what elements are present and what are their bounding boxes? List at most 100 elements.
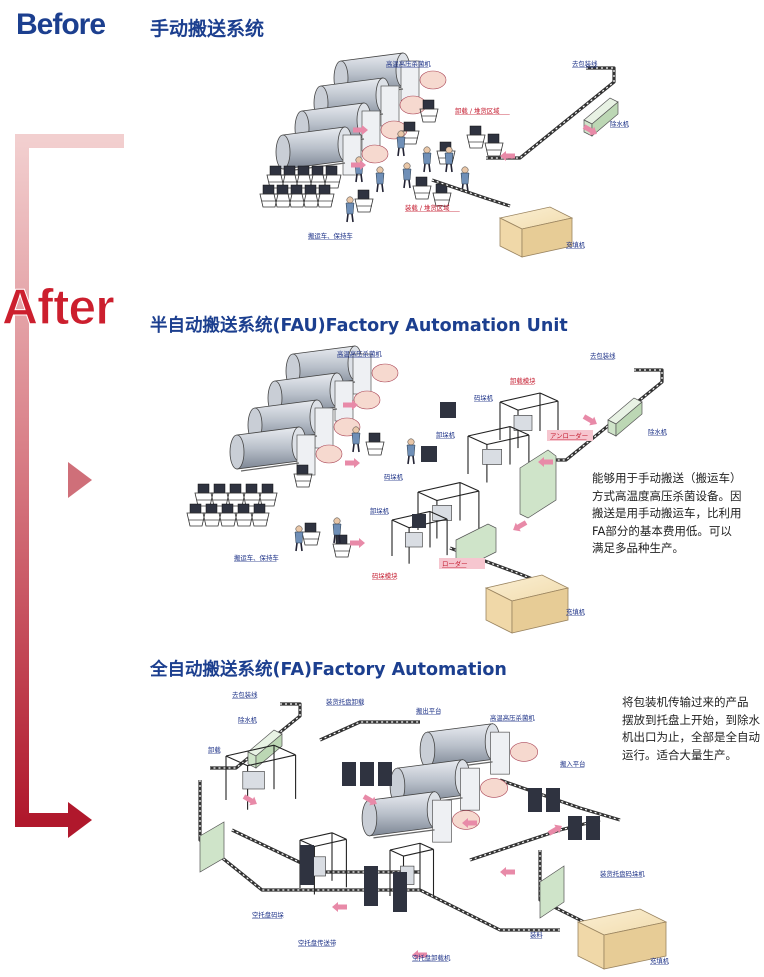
flow-arrow bbox=[343, 400, 358, 410]
filler-machine bbox=[576, 908, 668, 970]
sterilizer-tank bbox=[419, 723, 538, 775]
transition-arrow bbox=[15, 134, 124, 838]
label-text: 去包装线 bbox=[572, 59, 598, 68]
product-stack bbox=[546, 788, 560, 812]
loader-panel bbox=[539, 865, 565, 919]
label-text: 除水机 bbox=[648, 427, 668, 436]
label-text: 空托盘卸载机 bbox=[412, 953, 451, 962]
pallet-stack bbox=[300, 845, 314, 885]
diagram-label: 装货托盘码垛机 bbox=[600, 869, 645, 878]
diagram-label: 除水机 bbox=[648, 427, 668, 436]
before-scene bbox=[259, 52, 619, 258]
product-stack bbox=[568, 816, 582, 840]
diagram-label: 卸载 / 堆货区域 bbox=[455, 106, 510, 115]
diagram-label: 除水机 bbox=[610, 119, 630, 128]
diagram-label: 码垛机 bbox=[384, 472, 404, 481]
label-text: 搬出平台 bbox=[416, 706, 442, 715]
label-text: 卸垛机 bbox=[370, 506, 390, 515]
transport-cart bbox=[484, 133, 504, 157]
diagram-label: 搬入平台 bbox=[560, 759, 586, 768]
fa-system-title: 全自动搬送系统(FA)Factory Automation bbox=[150, 660, 507, 680]
diagram-label: 充填机 bbox=[650, 956, 670, 965]
loader-panel bbox=[199, 821, 225, 873]
label-text: 装货托盘码垛机 bbox=[600, 869, 645, 878]
label-text: 搬运车、保持车 bbox=[308, 231, 353, 240]
label-text: 搬入平台 bbox=[560, 759, 586, 768]
transport-cart bbox=[202, 503, 222, 527]
transport-cart bbox=[354, 189, 374, 213]
label-text: 卸载模块 bbox=[510, 376, 536, 385]
label-text: 高温高压杀菌机 bbox=[386, 59, 431, 68]
transport-cart bbox=[234, 503, 254, 527]
label-text: 装载 / 堆货区域 bbox=[405, 203, 450, 212]
diagram-label: 卸载模块 bbox=[510, 376, 536, 385]
flow-arrow bbox=[538, 457, 553, 467]
conveyor-line bbox=[319, 720, 420, 742]
fau-system-title: 半自动搬送系统(FAU)Factory Automation Unit bbox=[150, 316, 568, 336]
filler-machine bbox=[498, 206, 574, 258]
robot-frame bbox=[299, 832, 347, 895]
operator-figure bbox=[294, 525, 304, 552]
transport-cart bbox=[273, 184, 293, 208]
product-stack bbox=[378, 762, 392, 786]
flow-arrow bbox=[500, 867, 515, 877]
diagram-label: 装料 bbox=[530, 930, 543, 939]
diagram-label: 卸垛机 bbox=[436, 430, 456, 439]
flow-arrow bbox=[351, 160, 366, 170]
flow-arrow bbox=[513, 520, 528, 532]
diagram-label: 空托盘传送带 bbox=[298, 938, 337, 947]
flow-arrow bbox=[345, 458, 360, 468]
diagram-label: 去包装线 bbox=[590, 351, 616, 360]
diagram-label: アンローダー bbox=[547, 430, 593, 441]
transport-cart bbox=[250, 503, 270, 527]
fa-scene bbox=[198, 702, 668, 970]
diagram-label: 装货托盘卸载 bbox=[326, 697, 365, 706]
label-text: 空托盘传送带 bbox=[298, 938, 337, 947]
transport-cart bbox=[432, 183, 452, 207]
flow-arrow bbox=[332, 902, 347, 912]
label-text: 充填机 bbox=[566, 240, 586, 249]
diagram-label: 搬运车、保持车 bbox=[234, 553, 279, 562]
diagram-label: 去包装线 bbox=[232, 690, 258, 699]
flow-arrow bbox=[500, 151, 515, 161]
transport-cart bbox=[186, 503, 206, 527]
dewater-machine bbox=[607, 397, 643, 437]
filler-machine bbox=[484, 574, 570, 634]
diagram-label: 卸垛机 bbox=[370, 506, 390, 515]
diagram-label: ローダー bbox=[439, 558, 485, 569]
robot-frame bbox=[225, 744, 297, 810]
transport-cart bbox=[301, 522, 321, 546]
label-text: 码垛模块 bbox=[372, 571, 398, 580]
label-text: ローダー bbox=[442, 559, 468, 568]
diagram-labels: 高温高压杀菌机去包装线卸载 / 堆货区域除水机装载 / 堆货区域搬运车、保持车充… bbox=[208, 59, 670, 965]
product-stack bbox=[528, 788, 542, 812]
fau-desc-line: 满足多品种生产。 bbox=[592, 541, 684, 555]
stack-crate bbox=[412, 514, 426, 528]
label-text: 装货托盘卸载 bbox=[326, 697, 365, 706]
operator-figure bbox=[402, 162, 412, 189]
diagram-label: 高温高压杀菌机 bbox=[490, 713, 535, 722]
flow-arrow bbox=[547, 824, 562, 836]
transport-cart bbox=[210, 483, 230, 507]
flow-arrow bbox=[353, 125, 368, 135]
operator-figure bbox=[422, 146, 432, 173]
operator-figure bbox=[444, 146, 454, 173]
label-text: 除水机 bbox=[238, 715, 258, 724]
diagram-label: 搬运车、保持车 bbox=[308, 231, 353, 240]
label-text: 充填机 bbox=[566, 607, 586, 616]
label-text: アンローダー bbox=[550, 431, 588, 440]
diagram-label: 码垛机 bbox=[474, 393, 494, 402]
transport-cart bbox=[293, 464, 313, 488]
loader-panel bbox=[519, 449, 557, 519]
label-text: 空托盘码垛 bbox=[252, 910, 285, 919]
transport-cart bbox=[419, 99, 439, 123]
diagram-label: 卸载 bbox=[208, 745, 221, 754]
robot-frame bbox=[391, 510, 448, 564]
flow-arrow bbox=[582, 124, 597, 136]
label-text: 卸垛机 bbox=[436, 430, 456, 439]
label-text: 去包装线 bbox=[232, 690, 258, 699]
pallet-stack bbox=[364, 866, 378, 906]
before-heading: Before bbox=[16, 8, 106, 41]
label-text: 充填机 bbox=[650, 956, 670, 965]
fau-desc-line: 方式高温度高压杀菌设备。因 bbox=[592, 488, 742, 503]
